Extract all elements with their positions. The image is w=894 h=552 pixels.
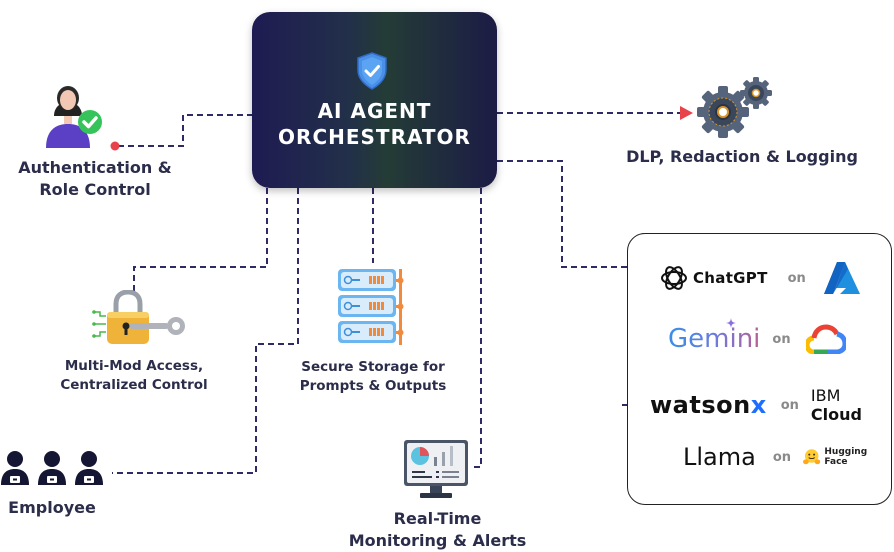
llama-label: Llama [683,443,756,471]
auth-label-line1: Authentication & [18,158,172,177]
cloud-label: Cloud [810,405,862,424]
monitoring-node [402,438,470,501]
provider-row-watsonx: watsonx on IBM Cloud [650,386,891,424]
monitoring-label-line1: Real-Time [393,509,482,528]
user-verified-icon [46,86,102,148]
server-stack-icon [338,269,404,345]
orchestrator-hub: AI AGENT ORCHESTRATOR [252,12,497,188]
on-connector: on [772,449,792,465]
azure-logo-icon [823,262,860,294]
gemini-label: Gemini [668,324,761,354]
watsonx-main: watson [650,391,751,419]
gemini-sparkle-icon [726,318,736,328]
storage-node [335,265,415,347]
auth-label: Authentication & Role Control [0,157,190,201]
access-node [92,289,188,348]
ibm-label: IBM [810,386,841,405]
storage-label-line1: Secure Storage for [301,359,445,375]
provider-row-gemini: Gemini on [668,318,846,354]
storage-label: Secure Storage for Prompts & Outputs [283,358,463,396]
google-cloud-logo-icon [805,324,846,354]
hugging-face-emoji-icon [803,449,821,465]
employee-label: Employee [8,498,96,517]
employees-icon [1,451,103,485]
wire-auth [118,114,252,147]
access-label: Multi-Mod Access, Centralized Control [44,357,224,395]
monitoring-label: Real-Time Monitoring & Alerts [330,508,545,552]
padlock-key-icon [92,289,185,344]
wire-employee [112,188,299,474]
ibm-cloud-label: IBM Cloud [811,386,891,424]
watsonx-label: watsonx [650,391,767,419]
auth-label-line2: Role Control [39,180,151,199]
auth-node [40,80,110,150]
provider-row-chatgpt: ChatGPT on [659,261,861,295]
wire-providers [497,160,627,268]
on-connector: on [772,331,791,347]
access-label-line2: Centralized Control [60,377,208,393]
hub-title-line1: AI AGENT [317,99,432,123]
shield-check-icon [357,52,387,90]
hub-title: AI AGENT ORCHESTRATOR [252,98,497,150]
dlp-arrowhead [680,106,693,120]
hugging-face-label: Hugging Face [824,447,868,467]
llm-providers-panel: ChatGPT on Gemini on watsonx on IBM Clou… [627,233,892,505]
employee-node [0,448,105,486]
chatgpt-label: ChatGPT [693,269,768,287]
hub-title-line2: ORCHESTRATOR [278,125,471,149]
monitor-dashboard-icon [404,440,468,498]
monitoring-label-line2: Monitoring & Alerts [348,531,527,550]
openai-logo-icon [661,266,687,290]
wire-access [133,188,268,292]
gears-icon [697,77,772,138]
provider-row-llama: Llama on Hugging Face [683,443,891,471]
storage-label-line2: Prompts & Outputs [299,378,447,394]
dlp-node [694,76,774,138]
watsonx-accent: x [750,391,767,419]
wire-monitoring [470,188,482,468]
on-connector: on [787,270,806,286]
access-label-line1: Multi-Mod Access, [64,358,204,374]
dlp-label: DLP, Redaction & Logging [626,147,858,166]
auth-connector-dot [110,141,120,151]
on-connector: on [780,397,799,413]
